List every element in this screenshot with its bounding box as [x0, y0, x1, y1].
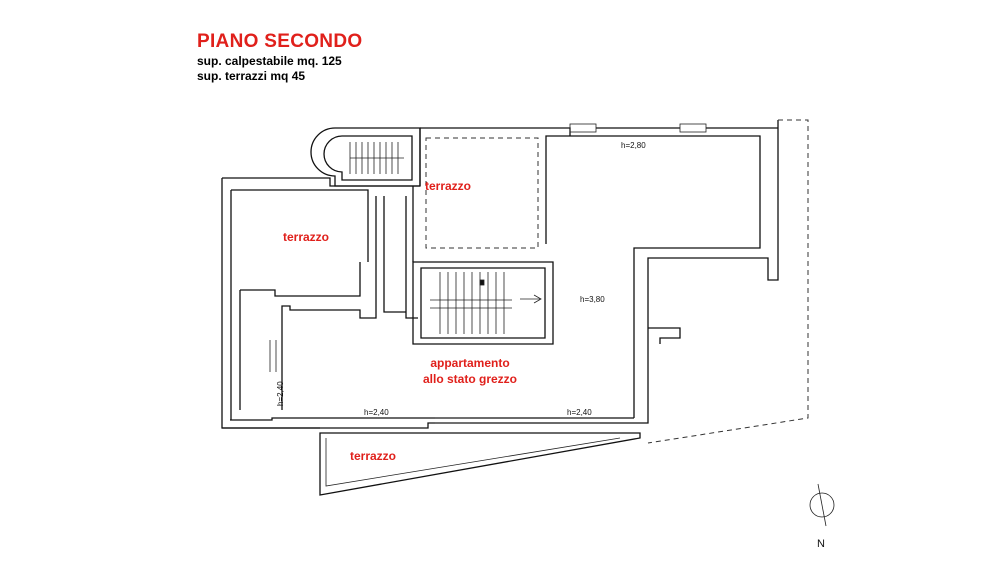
apartment-label-line1: appartamento: [430, 356, 509, 370]
corridor-right: [405, 196, 418, 319]
terrace-bottom-inner: [325, 437, 621, 487]
right-jog: [648, 327, 681, 344]
terrace-left-label: terrazzo: [283, 230, 329, 244]
window-top-2: [679, 123, 707, 133]
height-label-top: h=2,80: [621, 141, 646, 150]
floor-title: PIANO SECONDO: [197, 31, 363, 52]
outer-walls: [221, 120, 779, 429]
height-label-bottom-right: h=2,40: [567, 408, 592, 417]
terrace-area-text: sup. terrazzi mq 45: [197, 69, 306, 83]
left-terrace-bottom: [240, 262, 361, 297]
right-room-inner: [545, 135, 761, 418]
height-label-bottom-left: h=2,40: [364, 408, 389, 417]
terrace-bottom-outline: [319, 432, 641, 496]
stair-tower-outline: [310, 127, 421, 187]
stair-tower-inner: [323, 135, 413, 181]
terrace-bottom-label: terrazzo: [350, 449, 396, 463]
central-stair-inner: [420, 267, 546, 339]
apartment-label-line2: allo stato grezzo: [423, 372, 517, 386]
left-top-wall: [222, 177, 420, 187]
stair-tower: [310, 127, 421, 187]
height-label-center: h=3,80: [580, 295, 605, 304]
north-label: N: [817, 538, 825, 550]
window-marks: [269, 123, 707, 424]
terrace-top-outline: [425, 137, 539, 249]
apartment-bottom-outer: [222, 422, 640, 429]
north-arrow-icon: N: [809, 483, 835, 550]
height-label-left: h=2,40: [276, 381, 285, 406]
plan-header: PIANO SECONDO sup. calpestabile mq. 125 …: [197, 30, 362, 84]
left-outer-wall: [221, 178, 320, 429]
left-room-top: [231, 189, 369, 262]
terrace-top-label: terrazzo: [425, 179, 471, 193]
window-top-1: [569, 123, 597, 133]
entrance-arrow: [520, 294, 542, 304]
central-stair-treads: [430, 272, 512, 334]
right-room-outer: [640, 120, 779, 424]
top-wall-left: [420, 127, 571, 136]
apartment-top-left: [281, 196, 377, 410]
corridor-left: [383, 196, 406, 313]
right-dashed-area: [647, 119, 809, 444]
central-stair-outer: [412, 261, 554, 345]
walkable-area-text: sup. calpestabile mq. 125: [197, 54, 342, 68]
